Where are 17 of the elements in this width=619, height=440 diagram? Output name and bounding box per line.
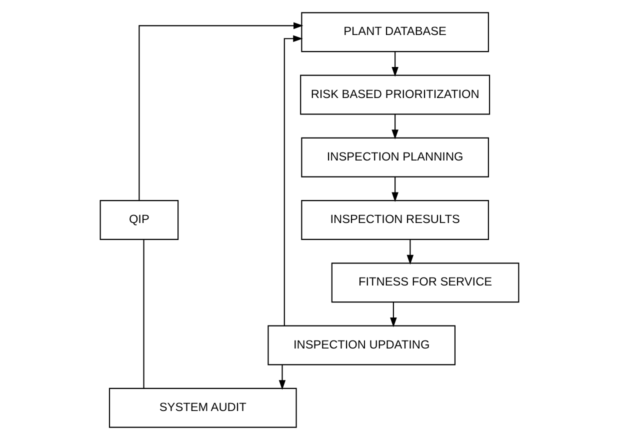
arrow: [138, 22, 304, 200]
node-box: INSPECTION PLANNING: [301, 137, 489, 178]
arrow: [392, 176, 398, 202]
node-box: PLANT DATABASE: [301, 12, 489, 52]
arrow: [284, 35, 303, 326]
node-box: INSPECTION RESULTS: [301, 200, 489, 240]
arrow: [392, 52, 398, 77]
arrow: [390, 302, 397, 328]
arrow: [392, 114, 398, 140]
arrow: [406, 239, 414, 265]
arrow: [278, 364, 286, 390]
connector: [143, 240, 144, 388]
node-box: FITNESS FOR SERVICE: [331, 262, 520, 303]
node-box: RISK BASED PRIORITIZATION: [300, 74, 490, 115]
node-box: QIP: [100, 200, 179, 240]
node-box: SYSTEM AUDIT: [108, 388, 297, 428]
node-box: INSPECTION UPDATING: [268, 325, 456, 366]
